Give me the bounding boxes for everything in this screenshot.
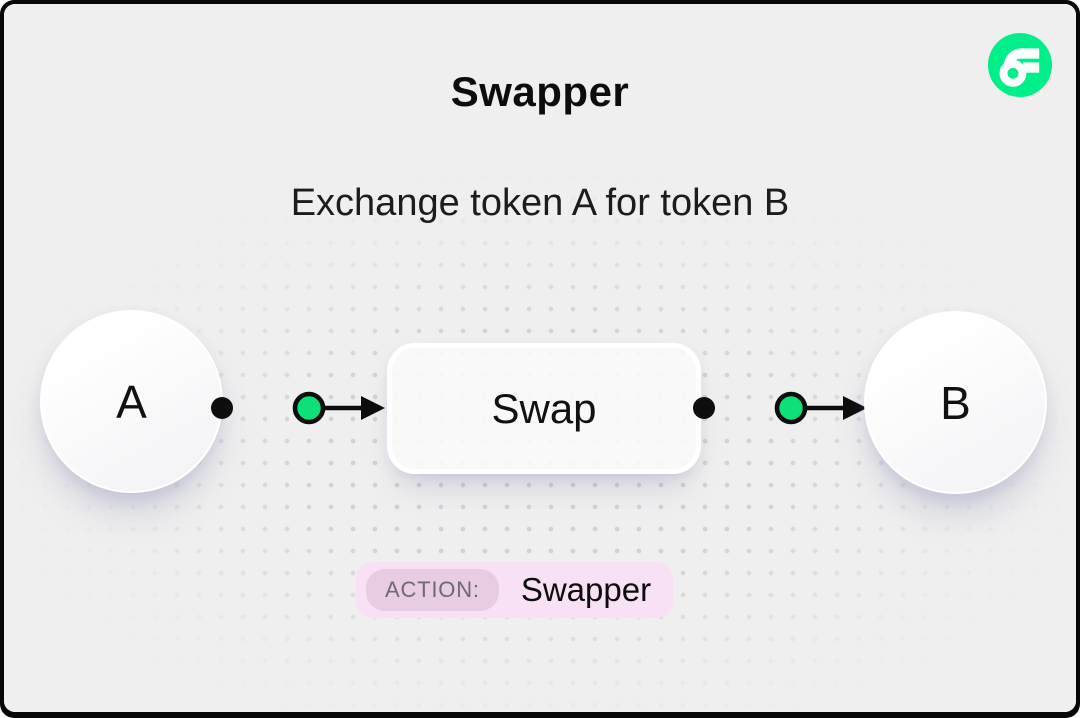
swap-label: Swap — [491, 384, 597, 432]
arrow-swap-to-b — [693, 391, 867, 425]
page-subtitle: Exchange token A for token B — [290, 182, 790, 224]
green-port-icon — [292, 391, 326, 425]
action-badge: ACTION: Swapper — [356, 562, 674, 618]
start-dot-icon — [693, 397, 715, 419]
token-b-label: B — [940, 376, 971, 429]
action-badge-value: Swapper — [520, 571, 652, 608]
token-a-node: A — [40, 310, 223, 493]
arrowhead-icon — [361, 396, 385, 420]
green-port-icon — [774, 391, 808, 425]
swap-process-node: Swap — [387, 343, 701, 474]
diagram-canvas: Swapper Exchange token A for token B A — [4, 4, 1076, 712]
page-title: Swapper — [450, 68, 630, 115]
start-dot-icon — [211, 397, 233, 419]
arrowhead-icon — [843, 396, 867, 420]
token-b-node: B — [864, 311, 1047, 494]
action-badge-label: ACTION: — [366, 569, 499, 611]
arrow-a-to-swap — [211, 391, 385, 425]
token-a-label: A — [116, 375, 147, 428]
flow-logo-icon — [988, 33, 1052, 97]
